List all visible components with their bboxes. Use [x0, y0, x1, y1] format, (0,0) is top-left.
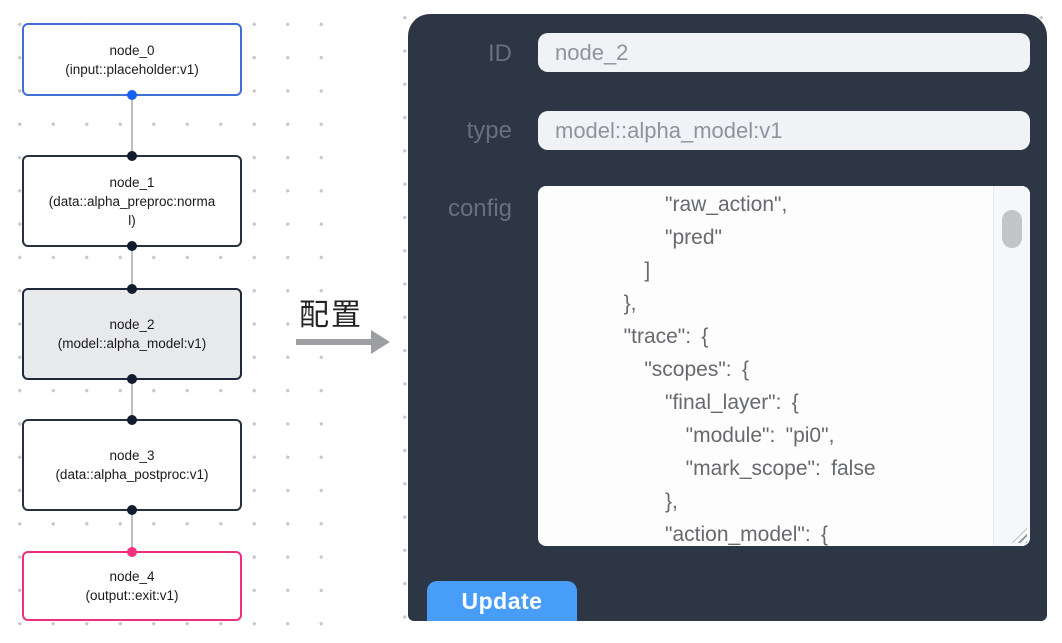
config-line: "pred": [603, 226, 722, 249]
arrow-head-icon: [371, 330, 390, 354]
output-port[interactable]: [127, 374, 137, 384]
node-type: (model::alpha_model:v1): [57, 336, 207, 351]
arrow-line: [296, 339, 373, 345]
update-button[interactable]: Update: [427, 581, 577, 621]
id-input[interactable]: [538, 33, 1030, 72]
config-line: },: [603, 292, 637, 315]
node-name: node_0: [109, 42, 155, 58]
config-line: "action_model": {: [603, 523, 829, 546]
output-port[interactable]: [127, 241, 137, 251]
flow-node-node0[interactable]: node_0 (input::placeholder:v1): [22, 23, 242, 100]
config-line: },: [603, 490, 678, 513]
config-textarea[interactable]: "raw_action", "pred" ] }, "trace": { "sc…: [538, 186, 1030, 546]
edge-node3-node4: [131, 511, 133, 551]
id-field-label: ID: [488, 40, 512, 67]
node-type: (data::alpha_preproc:normal): [48, 193, 216, 228]
node-name: node_4: [109, 569, 155, 584]
input-port[interactable]: [127, 284, 137, 294]
config-line: "final_layer": {: [603, 391, 799, 414]
edge-node2-node3: [131, 380, 133, 419]
type-input[interactable]: [538, 111, 1030, 150]
node-type: (input::placeholder:v1): [65, 61, 199, 77]
config-line: ]: [603, 259, 651, 282]
flow-node-node3[interactable]: node_3 (data::alpha_postproc:v1): [22, 415, 242, 515]
flow-node-node4[interactable]: node_4 (output::exit:v1): [22, 547, 242, 621]
edge-node0-node1: [131, 96, 133, 155]
flow-node-node2-selected[interactable]: node_2 (model::alpha_model:v1): [22, 284, 242, 384]
type-field-label: type: [466, 117, 512, 144]
input-port[interactable]: [127, 547, 137, 557]
scrollbar-track[interactable]: [993, 186, 1030, 546]
node-type: (data::alpha_postproc:v1): [55, 467, 209, 482]
config-json-content: "raw_action", "pred" ] }, "trace": { "sc…: [538, 188, 994, 546]
config-field-label: config: [447, 195, 512, 222]
config-line: "trace": {: [603, 325, 709, 348]
output-port[interactable]: [127, 505, 137, 515]
config-line: "mark_scope": false: [603, 457, 876, 480]
node-name: node_2: [109, 317, 155, 332]
node-name: node_1: [109, 174, 155, 190]
flow-node-node1[interactable]: node_1 (data::alpha_preproc:normal): [22, 151, 242, 251]
input-port[interactable]: [127, 415, 137, 425]
config-line: "module": "pi0",: [603, 424, 835, 447]
node-name: node_3: [109, 448, 155, 463]
scrollbar-thumb[interactable]: [1002, 210, 1022, 248]
node-config-panel: ID type config "raw_action", "pred" ] },…: [408, 14, 1047, 621]
configure-label: 配置: [295, 299, 367, 333]
output-port[interactable]: [127, 90, 137, 100]
config-line: "raw_action",: [603, 193, 788, 216]
node-type: (output::exit:v1): [85, 588, 179, 603]
input-port[interactable]: [127, 151, 137, 161]
config-line: "scopes": {: [603, 358, 749, 381]
edge-node1-node2: [131, 247, 133, 288]
